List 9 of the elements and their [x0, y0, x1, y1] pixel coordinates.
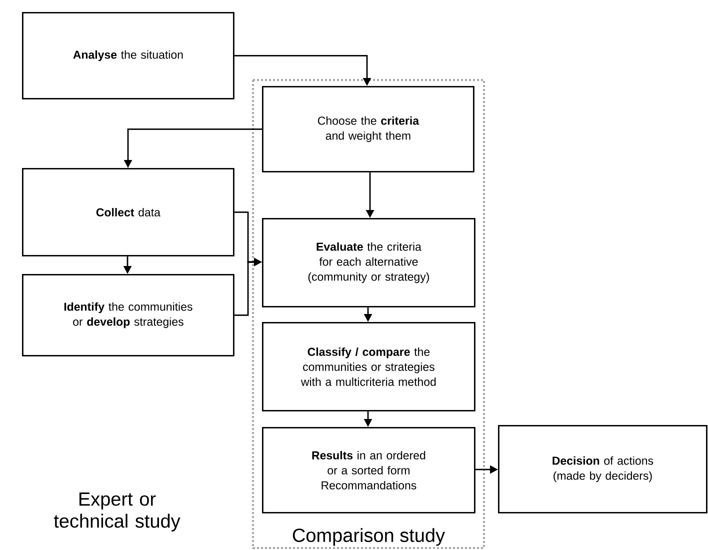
- process-box: Choose the criteria and weight them: [262, 86, 474, 172]
- process-box: Evaluate the criteria for each alternative (community or strategy): [262, 218, 476, 308]
- process-box: Decision of actions (made by deciders): [498, 425, 708, 514]
- region-label: Expert or technical study: [54, 492, 180, 532]
- process-box: Analyse the situation: [22, 12, 234, 100]
- process-box: Classify / compare the communities or strategies with a multicriteria method: [262, 322, 476, 412]
- process-box: Collect data: [22, 168, 234, 256]
- process-box: Results in an ordered or a sorted form Recommandations: [262, 427, 476, 514]
- process-box: Identify the communities or develop strategies: [22, 274, 234, 356]
